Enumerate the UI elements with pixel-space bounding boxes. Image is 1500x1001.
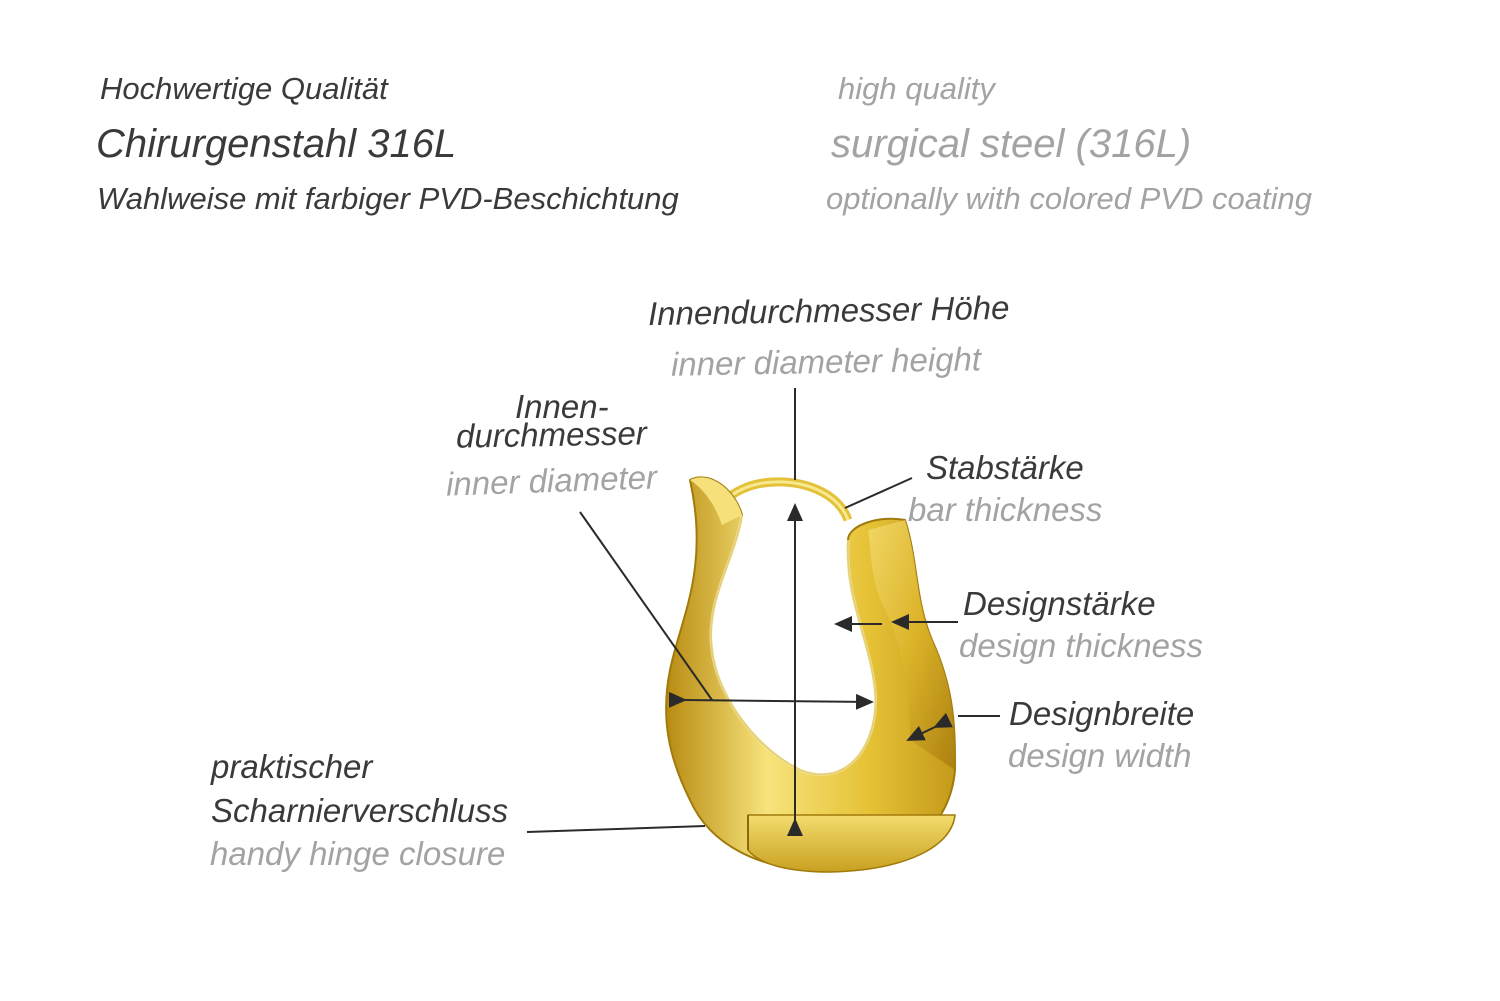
quality-de: Hochwertige Qualität [100,71,388,106]
inner-diameter-leader [579,511,713,701]
design-thickness-label-en: design thickness [959,627,1203,664]
hinge-line [526,825,706,833]
design-width-arrow [906,712,953,741]
design-thickness-label-de: Designstärke [963,585,1156,622]
hinge-label-de-1: praktischer [211,748,373,785]
inner-height-label-en: inner diameter height [670,340,982,383]
bar-thickness-line [844,477,913,509]
design-width-label-en: design width [1008,737,1192,774]
inner-diameter-label-de-2: durchmesser [455,414,648,455]
inner-diameter-label-en: inner diameter [445,458,658,503]
hinge-label-de-2: Scharnierverschluss [211,792,509,829]
inner-height-label-de: Innendurchmesser Höhe [647,288,1010,333]
steel-en: surgical steel (316L) [831,122,1192,166]
steel-de: Chirurgenstahl 316L [96,122,457,166]
inner-diameter-label-de-1: Innen- [515,388,609,425]
coating-en: optionally with colored PVD coating [826,181,1312,216]
hinge-label-en: handy hinge closure [210,835,506,872]
design-width-label-de: Designbreite [1009,695,1195,732]
hinge-block [747,814,956,873]
inner-diameter-arrow [668,691,874,710]
bar-thickness-label-en: bar thickness [908,491,1103,528]
bar-thickness-label-de: Stabstärke [926,449,1084,486]
coating-de: Wahlweise mit farbiger PVD-Beschichtung [97,181,679,216]
quality-en: high quality [838,71,995,106]
